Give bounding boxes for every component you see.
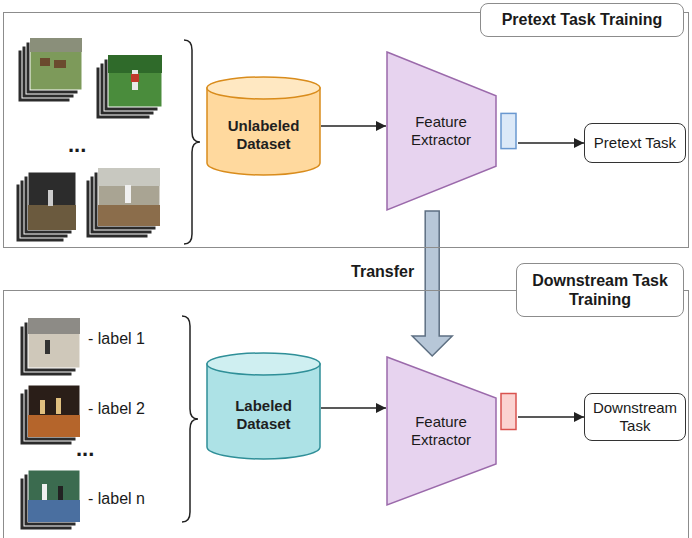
node-label: Feature Extractor [392,413,490,449]
frame-detail [132,70,138,90]
panel-title: Pretext Task Training [502,10,663,29]
node-label: Feature Extractor [392,113,490,149]
ellipsis-mark: ... [68,132,86,158]
feature-vector [501,113,516,148]
cylinder-lid [207,353,320,375]
video-stack [86,168,160,238]
frame-detail [45,340,50,354]
video-frame [28,470,80,522]
extractor-trapezoid [387,357,496,505]
panel-title-tab: Downstream Task Training [516,263,684,317]
flow-arrow [321,407,386,409]
cylinder-lid [207,77,320,99]
feature-vector [501,394,516,430]
frame-detail [98,168,160,186]
feature-extractor: Feature Extractor [386,356,518,506]
frame-detail [28,415,80,437]
edge-label: Transfer [349,263,416,281]
feature-extractor: Feature Extractor [386,51,518,211]
class-label: - label 2 [88,400,145,418]
frame-detail [125,185,131,203]
node-label: Unlabeled Dataset [212,117,315,153]
video-stack [18,38,82,102]
node-text-box: Feature Extractor [392,51,490,211]
node-text-box: Downstream Task [585,394,685,440]
node-text-box: Feature Extractor [392,356,490,506]
dataset-cylinder: Labeled Dataset [206,352,321,460]
task-box: Downstream Task [584,393,686,441]
frame-detail [131,74,139,82]
frame-detail [28,318,80,334]
training-panel: Pretext Task TrainingUnlabeled Dataset Fe… [3,12,689,248]
frame-detail [58,486,63,500]
video-frame [98,168,160,226]
frame-detail [98,205,160,226]
video-frame [28,318,80,368]
frame-detail [30,38,82,52]
curly-brace [184,40,200,244]
panel-title-tab: Pretext Task Training [480,3,684,37]
extractor-trapezoid [387,52,496,210]
transfer-arrow [412,211,452,356]
frame-detail [48,190,53,206]
video-stack [16,172,76,242]
class-label: - label 1 [88,330,145,348]
video-frame [30,38,82,90]
frame-detail [42,484,47,500]
task-box: Pretext Task [584,123,686,163]
video-stack [20,470,80,530]
video-stack [20,385,80,445]
video-frame [28,385,80,437]
frame-detail [54,60,66,68]
frame-detail [28,205,76,230]
video-stack [20,318,80,376]
frame-detail [40,400,45,414]
node-label: Pretext Task [594,134,676,152]
panel-title: Downstream Task Training [525,271,675,309]
video-stack [96,55,162,119]
node-label: Labeled Dataset [212,397,315,433]
cylinder-body [207,88,320,175]
flow-arrow [518,142,584,144]
dataset-cylinder: Unlabeled Dataset [206,76,321,176]
ellipsis-mark: ... [76,436,94,462]
flow-arrow [321,125,386,127]
video-frame [108,55,162,107]
node-text-box: Pretext Task [585,124,685,162]
node-label: Downstream Task [591,399,679,435]
curly-brace [182,316,198,522]
frame-detail [40,58,50,66]
flow-arrow [518,416,584,418]
video-frame [28,172,76,230]
node-text-box: Unlabeled Dataset [212,98,315,172]
class-label: - label n [88,490,145,508]
node-text-box: Labeled Dataset [212,374,315,456]
frame-detail [56,398,61,414]
frame-detail [28,500,80,522]
cylinder-body [207,364,320,459]
